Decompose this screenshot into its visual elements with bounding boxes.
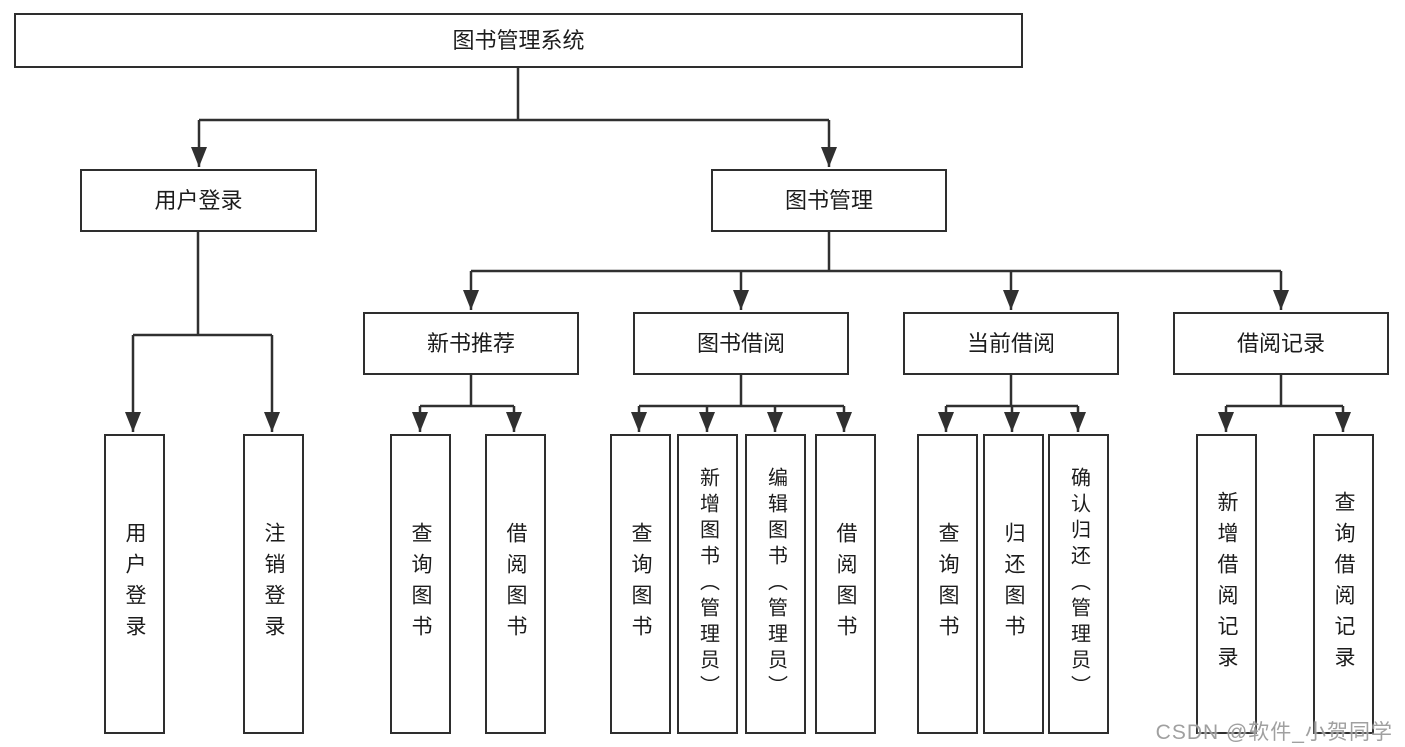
leaf-query-books-recommend: 查询图书	[390, 434, 451, 734]
node-new-book-recommend: 新书推荐	[363, 312, 579, 375]
connector-spines	[133, 68, 1343, 408]
connector-arrows	[125, 120, 1351, 432]
leaf-user-login: 用户登录	[104, 434, 165, 734]
node-current-borrowing: 当前借阅	[903, 312, 1119, 375]
node-user-login-branch: 用户登录	[80, 169, 317, 232]
node-borrowing-records: 借阅记录	[1173, 312, 1389, 375]
leaf-edit-book-admin: 编辑图书（管理员）	[745, 434, 806, 734]
leaf-query-books-current: 查询图书	[917, 434, 978, 734]
leaf-confirm-return-admin: 确认归还（管理员）	[1048, 434, 1109, 734]
leaf-add-book-admin: 新增图书（管理员）	[677, 434, 738, 734]
leaf-query-borrow-record: 查询借阅记录	[1313, 434, 1374, 734]
node-book-borrowing: 图书借阅	[633, 312, 849, 375]
leaf-add-borrow-record: 新增借阅记录	[1196, 434, 1257, 734]
leaf-query-books-borrowing: 查询图书	[610, 434, 671, 734]
leaf-return-book: 归还图书	[983, 434, 1044, 734]
node-root-system: 图书管理系统	[14, 13, 1023, 68]
node-book-management-branch: 图书管理	[711, 169, 947, 232]
leaf-borrow-books-borrowing: 借阅图书	[815, 434, 876, 734]
leaf-borrow-books-recommend: 借阅图书	[485, 434, 546, 734]
csdn-watermark: CSDN @软件_小贺同学	[1155, 721, 1393, 744]
leaf-logout-login: 注销登录	[243, 434, 304, 734]
